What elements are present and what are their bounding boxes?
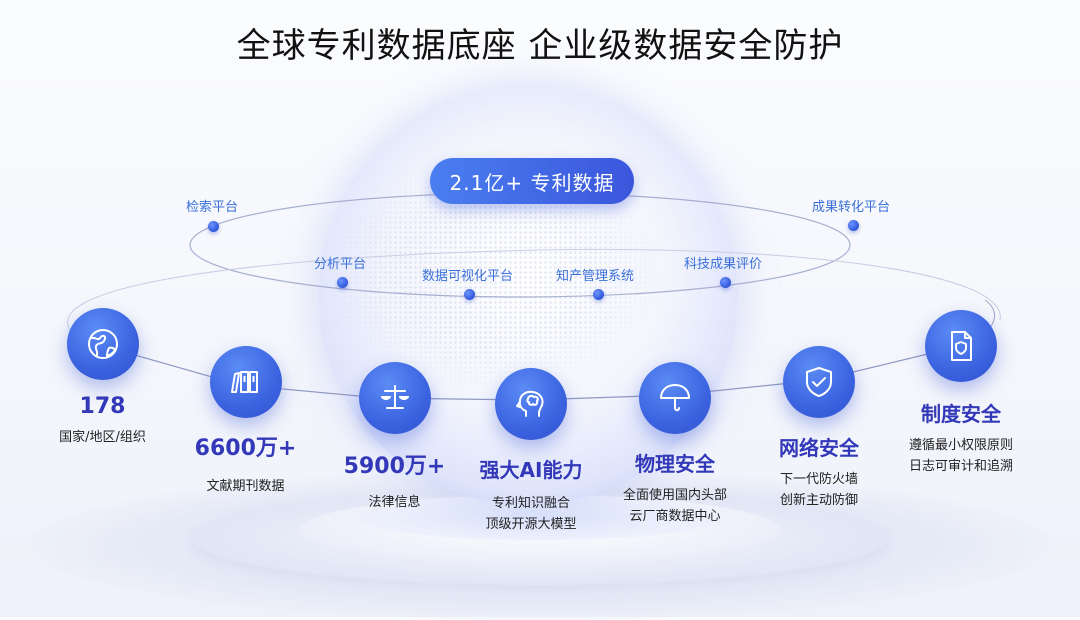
feature-value: 网络安全 [779,436,859,460]
feature-network-security: 网络安全 下一代防火墙 创新主动防御 [754,346,884,511]
feature-desc-line1: 全面使用国内头部 [622,488,727,503]
patent-count-badge: 2.1亿+ 专利数据 [430,158,634,204]
feature-value: 强大AI能力 [479,458,583,482]
page-title: 全球专利数据底座 企业级数据安全防护 [236,26,844,66]
feature-desc-line1: 遵循最小权限原则 [908,438,1013,453]
document-shield-icon [925,310,997,382]
scale-icon [358,362,431,434]
platform-label-visualization[interactable]: 数据可视化平台 [422,269,514,284]
feature-desc-line2: 创新主动防御 [779,493,858,508]
feature-desc-line2: 顶级开源大模型 [485,517,577,532]
feature-desc: 法律信息 [368,495,421,510]
platform-label-ip-management[interactable]: 知产管理系统 [556,269,635,284]
feature-desc-line2: 日志可审计和追溯 [908,459,1013,474]
globe-icon [66,308,139,380]
feature-ai: 强大AI能力 专利知识融合 顶级开源大模型 [466,368,596,535]
platform-dot-commercialization [848,220,859,231]
feature-literature: 6600万+ 文献期刊数据 [183,346,308,497]
umbrella-icon [639,362,711,434]
platform-dot-analysis [337,277,348,288]
feature-value: 6600万+ [194,436,297,461]
feature-physical-security: 物理安全 全面使用国内头部 云厂商数据中心 [610,362,740,527]
feature-legal: 5900万+ 法律信息 [332,362,457,513]
feature-value: 5900万+ [343,454,446,479]
platform-dot-tech-evaluation [720,277,731,288]
feature-desc-line1: 专利知识融合 [491,496,570,511]
platform-label-analysis[interactable]: 分析平台 [314,257,367,272]
feature-policy-security: 制度安全 遵循最小权限原则 日志可审计和追溯 [896,310,1026,477]
feature-value: 物理安全 [635,452,715,476]
platform-label-tech-evaluation[interactable]: 科技成果评价 [684,257,763,272]
platform-label-commercialization[interactable]: 成果转化平台 [812,200,891,215]
platform-dot-ip-management [593,289,604,300]
feature-desc: 文献期刊数据 [206,479,285,494]
platform-dot-visualization [464,289,475,300]
feature-desc: 国家/地区/组织 [59,430,146,445]
feature-value: 178 [79,394,126,419]
globe-graphic [318,85,738,505]
platform-label-search[interactable]: 检索平台 [186,200,239,215]
feature-desc-line1: 下一代防火墙 [779,472,858,487]
feature-countries: 178 国家/地区/组织 [40,308,165,448]
brain-head-icon [495,368,567,440]
platform-dot-search [208,221,219,232]
books-icon [209,346,282,418]
feature-value: 制度安全 [921,402,1001,426]
feature-desc-line2: 云厂商数据中心 [629,509,721,524]
shield-check-icon [783,346,855,418]
